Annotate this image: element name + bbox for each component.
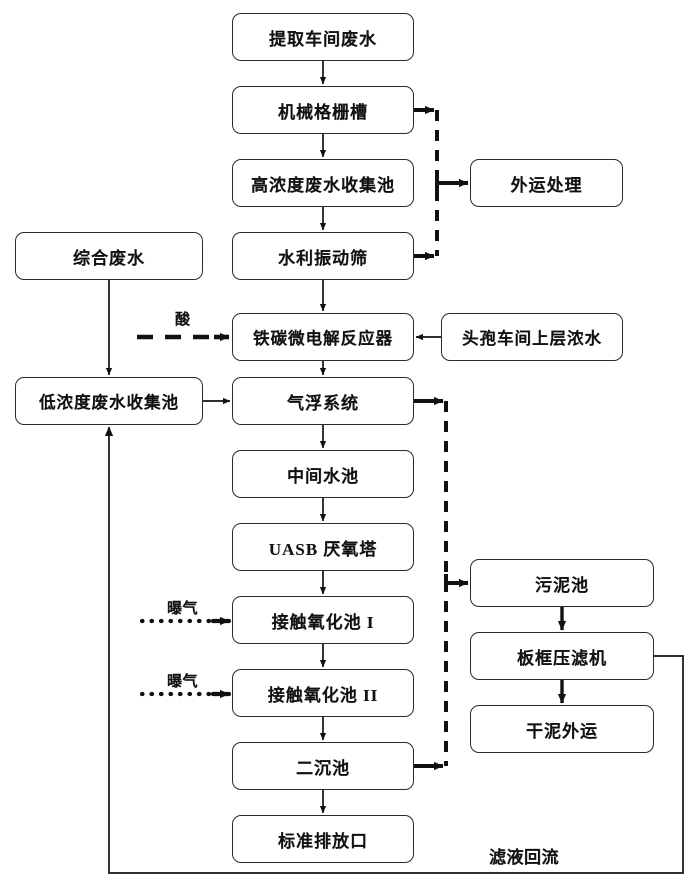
node-label: 综合废水 [73,248,145,268]
node-intermediate-pool[interactable]: 中间水池 [232,450,414,498]
node-contact-oxidation-1[interactable]: 接触氧化池 I [232,596,414,644]
node-iron-carbon-reactor[interactable]: 铁碳微电解反应器 [232,313,414,361]
node-cephalosporin-brine[interactable]: 头孢车间上层浓水 [441,313,623,361]
node-hydraulic-screen[interactable]: 水利振动筛 [232,232,414,280]
node-label: 污泥池 [535,575,589,595]
upper-dashed-stubs [414,105,469,261]
node-extraction-wastewater[interactable]: 提取车间废水 [232,13,414,61]
node-label: 中间水池 [287,466,359,486]
node-label: 头孢车间上层浓水 [462,329,602,348]
node-mechanical-grille[interactable]: 机械格栅槽 [232,86,414,134]
node-secondary-settler[interactable]: 二沉池 [232,742,414,790]
filtrate-return-label-text: 滤液回流 [489,848,559,867]
node-low-conc-tank[interactable]: 低浓度废水收集池 [15,377,203,425]
node-dry-sludge-transport[interactable]: 干泥外运 [470,705,654,753]
node-label: 水利振动筛 [278,248,368,268]
node-label: 高浓度废水收集池 [251,175,395,195]
node-label: 板框压滤机 [517,648,607,668]
node-label: 铁碳微电解反应器 [253,329,393,348]
node-high-conc-tank[interactable]: 高浓度废水收集池 [232,159,414,207]
node-uasb-tower[interactable]: UASB 厌氧塔 [232,523,414,571]
node-plate-filter-press[interactable]: 板框压滤机 [470,632,654,680]
node-comprehensive-wastewater[interactable]: 综合废水 [15,232,203,280]
node-offsite-treatment[interactable]: 外运处理 [470,159,623,207]
node-standard-outlet[interactable]: 标准排放口 [232,815,414,863]
node-label: 外运处理 [510,175,583,195]
node-label: 干泥外运 [526,721,598,741]
node-label: 机械格栅槽 [278,102,368,122]
node-flotation-system[interactable]: 气浮系统 [232,377,414,425]
node-label: 标准排放口 [278,831,368,851]
edge-label-aeration-2: 曝气 [167,670,198,691]
node-contact-oxidation-2[interactable]: 接触氧化池 II [232,669,414,717]
edge-label-aeration-1: 曝气 [167,597,198,618]
node-label: UASB 厌氧塔 [268,539,378,559]
edge-label-acid: 酸 [175,308,191,329]
aeration1-label-text: 曝气 [167,601,199,617]
node-label: 低浓度废水收集池 [39,393,179,412]
aeration2-label-text: 曝气 [167,674,199,690]
lower-dashed-stubs [414,396,469,771]
node-label: 提取车间废水 [269,29,377,49]
acid-label-text: 酸 [175,312,191,328]
node-label: 二沉池 [296,758,350,778]
node-label: 接触氧化池 II [267,685,379,705]
edge-label-filtrate-return: 滤液回流 [489,843,559,868]
node-label: 接触氧化池 I [271,612,375,632]
node-sludge-pool[interactable]: 污泥池 [470,559,654,607]
node-label: 气浮系统 [287,393,359,413]
